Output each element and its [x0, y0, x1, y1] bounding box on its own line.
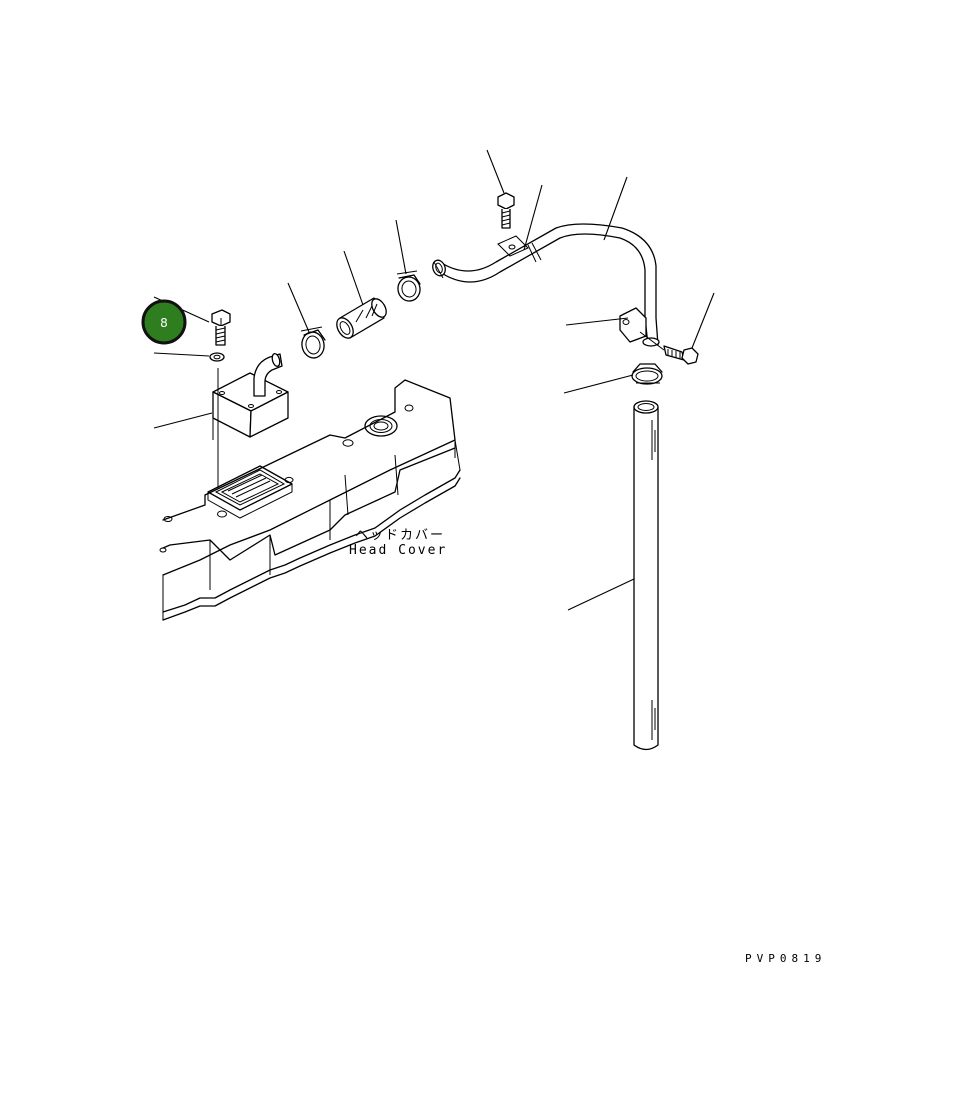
leader-pipe: [603, 176, 628, 241]
leader-bracket: [523, 184, 543, 251]
leader-clamp-1: [287, 282, 310, 333]
badge-number: 8: [160, 316, 168, 330]
badge-circle: [141, 299, 187, 345]
clamp-2: [396, 270, 421, 302]
leader-tube: [567, 578, 635, 611]
leader-hose: [343, 250, 364, 306]
clamp-1: [300, 326, 326, 359]
breather-box: [212, 353, 289, 488]
leader-bolt-top: [486, 149, 505, 194]
bolt-left: [211, 309, 231, 346]
head-cover-label-jp: ヘッドカバー: [355, 528, 445, 543]
long-tube: [633, 400, 659, 751]
leader-clamp-2: [395, 219, 407, 275]
figure-code: PVP0819: [745, 952, 826, 965]
leader-bracket-low: [565, 317, 629, 326]
leader-washer: [153, 352, 210, 357]
leader-clamp-3: [563, 374, 634, 394]
leader-breather: [153, 412, 213, 429]
hose-short: [336, 297, 387, 339]
bolt-top: [497, 192, 515, 229]
clamp-3: [631, 363, 663, 385]
reference-badge: 8: [141, 299, 187, 345]
leader-lines: [153, 149, 715, 611]
head-cover-label-en: Head Cover: [349, 543, 447, 558]
bolt-right: [639, 331, 699, 365]
head-cover: [159, 379, 461, 621]
washer-left: [209, 352, 225, 362]
leader-bolt-right: [691, 292, 715, 349]
bent-pipe: [432, 223, 660, 347]
